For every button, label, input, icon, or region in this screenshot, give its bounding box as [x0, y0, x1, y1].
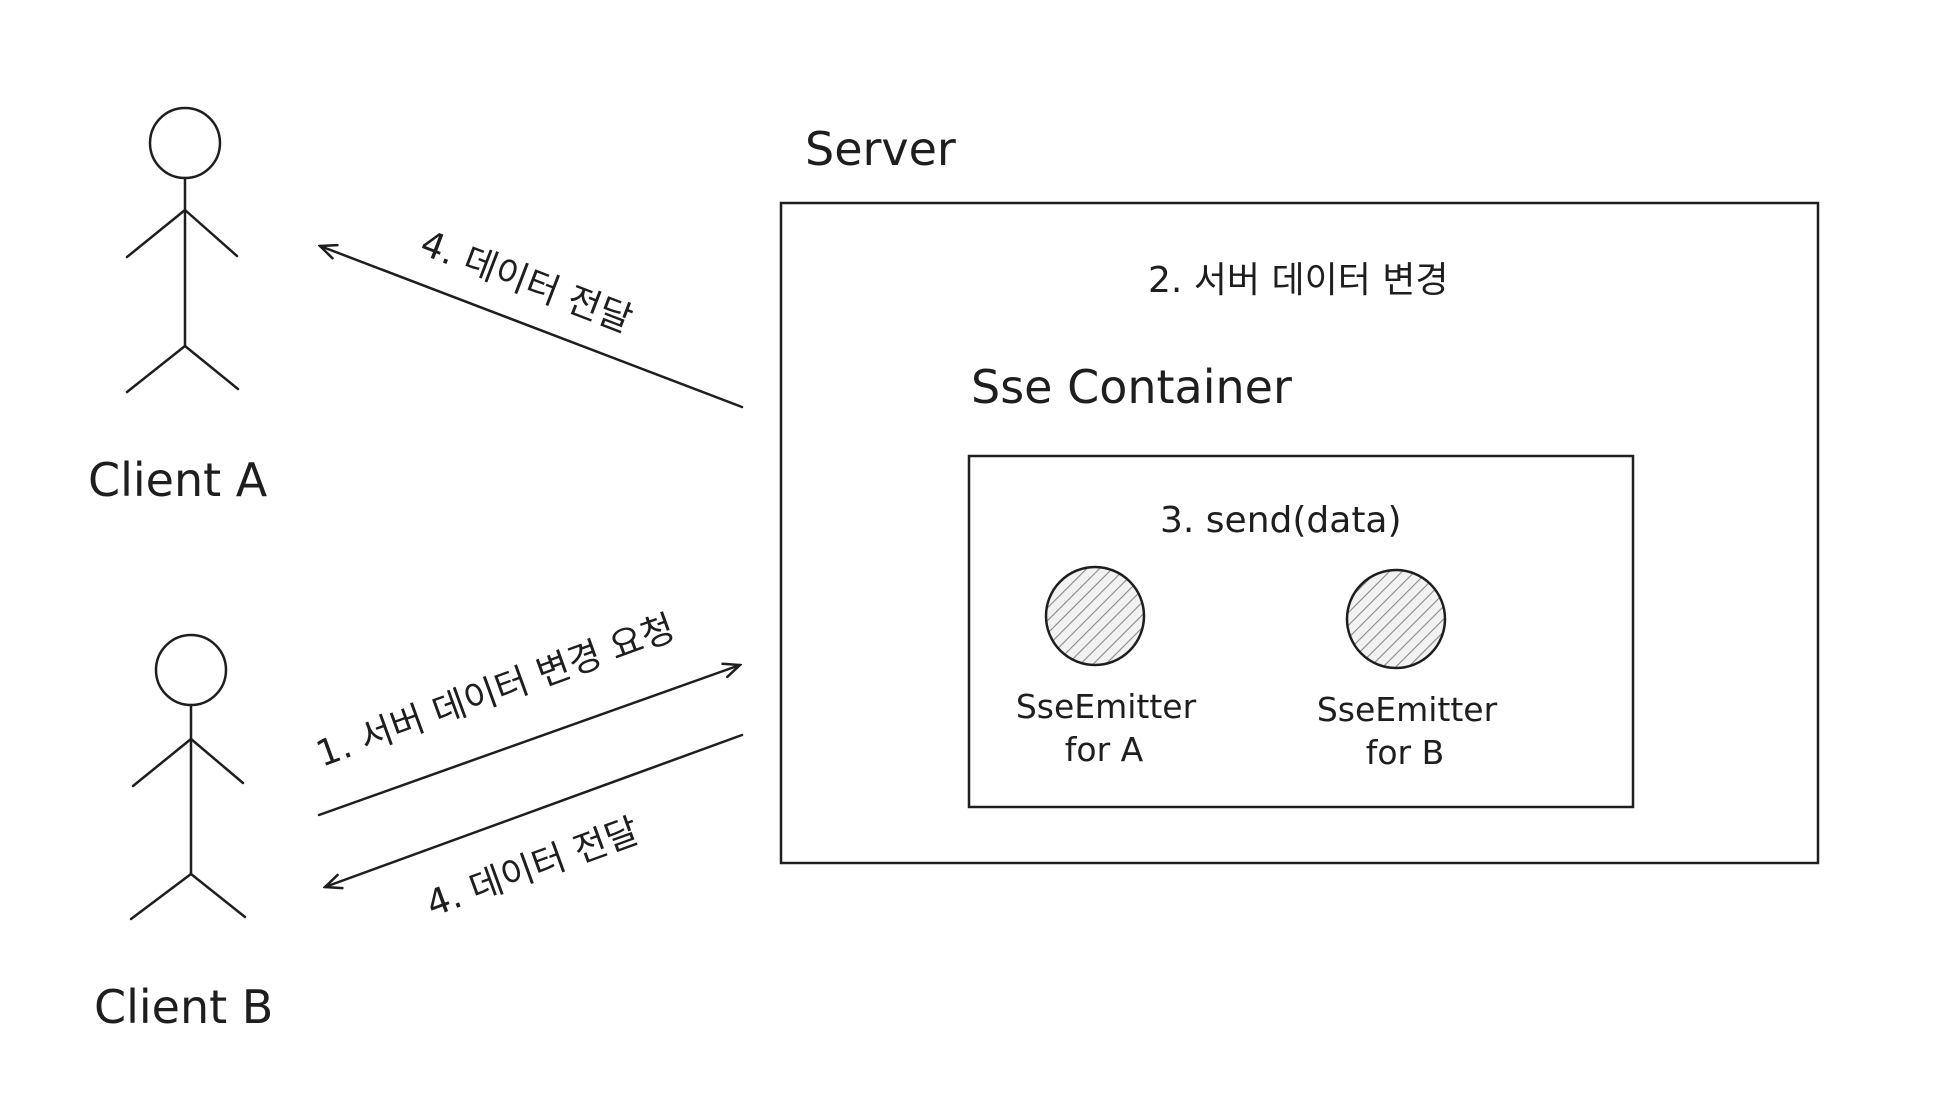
arrow-request-from-b — [317, 665, 740, 817]
client-a-label: Client A — [88, 453, 268, 507]
client-b-figure — [129, 633, 247, 921]
server-box — [779, 201, 1820, 865]
client-b-label: Client B — [94, 980, 273, 1034]
arrow-deliver-to-b — [325, 733, 744, 887]
client-a-right-leg — [183, 344, 240, 391]
client-a-left-leg — [125, 344, 187, 394]
arrow-deliver-to-b-label: 4. 데이터 전달 — [421, 811, 644, 926]
sse-emitter-a-node — [1044, 565, 1146, 667]
sse-container-step-send: 3. send(data) — [1160, 500, 1402, 541]
server-title: Server — [805, 122, 956, 176]
client-a-left-arm — [125, 208, 187, 259]
sse-emitter-a-label-line2: for A — [1065, 730, 1144, 769]
client-a-head — [148, 106, 222, 180]
client-b-right-arm — [189, 737, 245, 785]
client-b-head — [154, 633, 228, 707]
sse-emitter-b: SseEmitter for B — [1317, 568, 1498, 772]
client-b-left-leg — [129, 872, 193, 921]
client-b-right-leg — [189, 872, 247, 919]
server-step-change: 2. 서버 데이터 변경 — [1148, 260, 1449, 301]
client-a-right-arm — [183, 208, 239, 258]
sse-emitter-a-label-line1: SseEmitter — [1016, 687, 1197, 726]
sse-emitter-b-label-line2: for B — [1366, 733, 1445, 772]
sse-container-box — [967, 454, 1635, 809]
arrow-request-from-b-label: 1. 서버 데이터 변경 요청 — [311, 608, 680, 776]
sse-container-title: Sse Container — [971, 360, 1292, 414]
sse-emitter-b-node — [1345, 568, 1447, 670]
arrow-deliver-to-a — [320, 246, 744, 409]
client-b-left-arm — [131, 737, 193, 788]
sse-emitter-b-label-line1: SseEmitter — [1317, 690, 1498, 729]
client-a-figure — [125, 106, 240, 394]
sse-emitter-a: SseEmitter for A — [1016, 565, 1197, 769]
